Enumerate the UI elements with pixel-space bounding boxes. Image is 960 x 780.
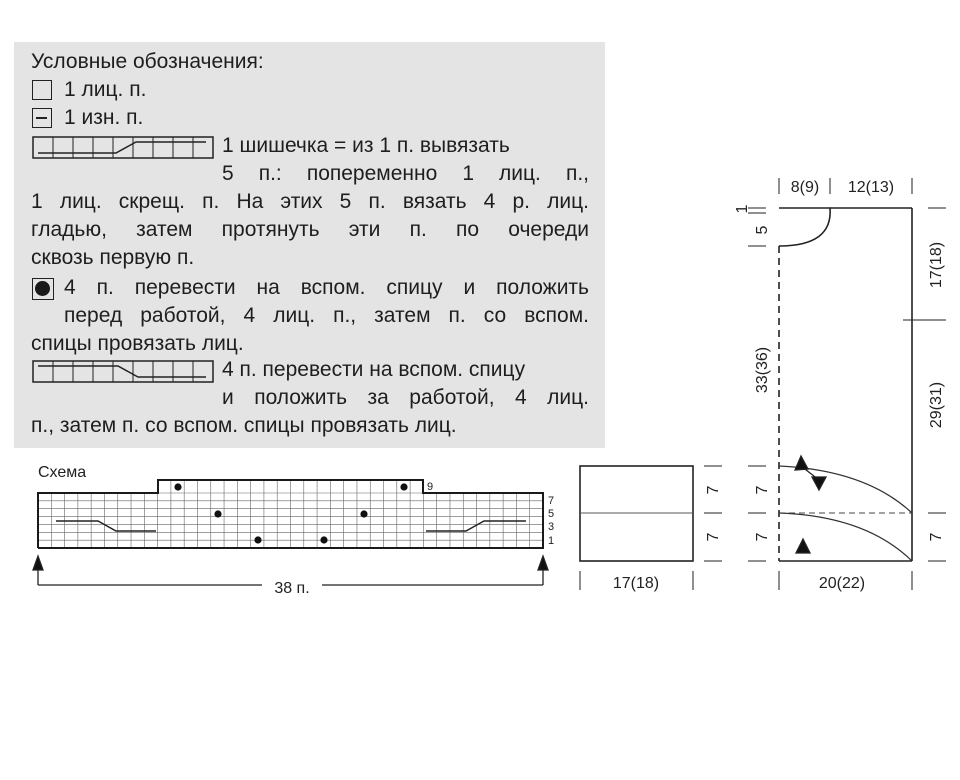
schema-title: Схема bbox=[38, 464, 86, 481]
armhole-height-label: 17(18) bbox=[928, 242, 945, 288]
sleeve-dimension-lines bbox=[579, 465, 722, 590]
lower-band-lower-label: 7 bbox=[754, 532, 771, 541]
legend-dot-line-1: 4 п. перевести на вспом. спицу и положит… bbox=[64, 276, 589, 299]
body-piece bbox=[778, 207, 913, 562]
body-band-curve-lower bbox=[778, 512, 913, 562]
cable-right-strip-icon bbox=[32, 360, 214, 383]
row-label-5: 5 bbox=[548, 508, 554, 520]
schema-cable-right bbox=[426, 520, 526, 532]
back-length-label: 33(36) bbox=[754, 347, 771, 393]
empty-square-icon bbox=[32, 80, 52, 100]
legend-dot-line-3: спицы провязать лиц. bbox=[31, 332, 244, 355]
row-label-7: 7 bbox=[548, 495, 554, 507]
schema-start-arrows bbox=[32, 554, 549, 586]
schema-dot bbox=[254, 536, 262, 544]
filled-dot-square-icon bbox=[32, 278, 54, 300]
legend-cable-line-2: и положить за работой, 4 лиц. bbox=[222, 386, 589, 409]
schema-outline bbox=[37, 479, 544, 549]
row-label-9: 9 bbox=[427, 481, 433, 493]
schema-cable-left bbox=[56, 520, 156, 532]
legend-bobble-line-3: 1 лиц. скрещ. п. На этих 5 п. вязать 4 р… bbox=[31, 190, 589, 213]
sleeve-width-label: 17(18) bbox=[613, 575, 659, 592]
legend-cable-line-3: п., затем п. со вспом. спицы провязать л… bbox=[31, 414, 457, 437]
body-band-curve-upper bbox=[778, 465, 913, 514]
body-dimension-lines bbox=[748, 178, 946, 590]
schema-dot bbox=[320, 536, 328, 544]
sleeve-band-lower-label: 7 bbox=[705, 532, 722, 541]
legend-bobble-line-5: сквозь первую п. bbox=[31, 246, 195, 269]
neck-width-label: 8(9) bbox=[791, 179, 819, 196]
neck-depth-label: 5 bbox=[754, 225, 771, 234]
right-band-label: 7 bbox=[928, 532, 945, 541]
sleeve-band-upper-label: 7 bbox=[705, 485, 722, 494]
lower-band-upper-label: 7 bbox=[754, 485, 771, 494]
legend-bobble-line-4: гладью, затем протянуть эти п. по очеред… bbox=[31, 218, 589, 241]
legend-title: Условные обозначения: bbox=[31, 50, 264, 73]
bottom-width-label: 20(22) bbox=[819, 575, 865, 592]
shoulder-width-label: 12(13) bbox=[848, 179, 894, 196]
legend-cable-line-1: 4 п. перевести на вспом. спицу bbox=[222, 358, 526, 381]
schema-dot bbox=[360, 510, 368, 518]
legend-item-knit: 1 лиц. п. bbox=[64, 78, 147, 101]
schema-dot bbox=[400, 483, 408, 491]
legend-dot-line-2: перед работой, 4 лиц. п., затем п. со вс… bbox=[64, 304, 589, 327]
legend-bobble-line-1: 1 шишечка = из 1 п. вывязать bbox=[222, 134, 510, 157]
stitch-count-label: 38 п. bbox=[274, 580, 309, 597]
side-length-label: 29(31) bbox=[928, 382, 945, 428]
schema-dot bbox=[174, 483, 182, 491]
legend-item-purl: 1 изн. п. bbox=[64, 106, 144, 129]
neck-top-label: 1 bbox=[734, 204, 751, 213]
dash-square-icon bbox=[32, 108, 52, 128]
legend-bobble-line-2: 5 п.: попеременно 1 лиц. п., bbox=[222, 162, 589, 185]
schema-grid bbox=[38, 480, 543, 548]
row-label-1: 1 bbox=[548, 535, 554, 547]
legend-panel: Условные обозначения: 1 лиц. п. 1 изн. п… bbox=[14, 42, 605, 448]
schema-dot bbox=[214, 510, 222, 518]
fold-arrows bbox=[793, 454, 828, 554]
row-label-3: 3 bbox=[548, 521, 554, 533]
bobble-strip-icon bbox=[32, 136, 214, 159]
